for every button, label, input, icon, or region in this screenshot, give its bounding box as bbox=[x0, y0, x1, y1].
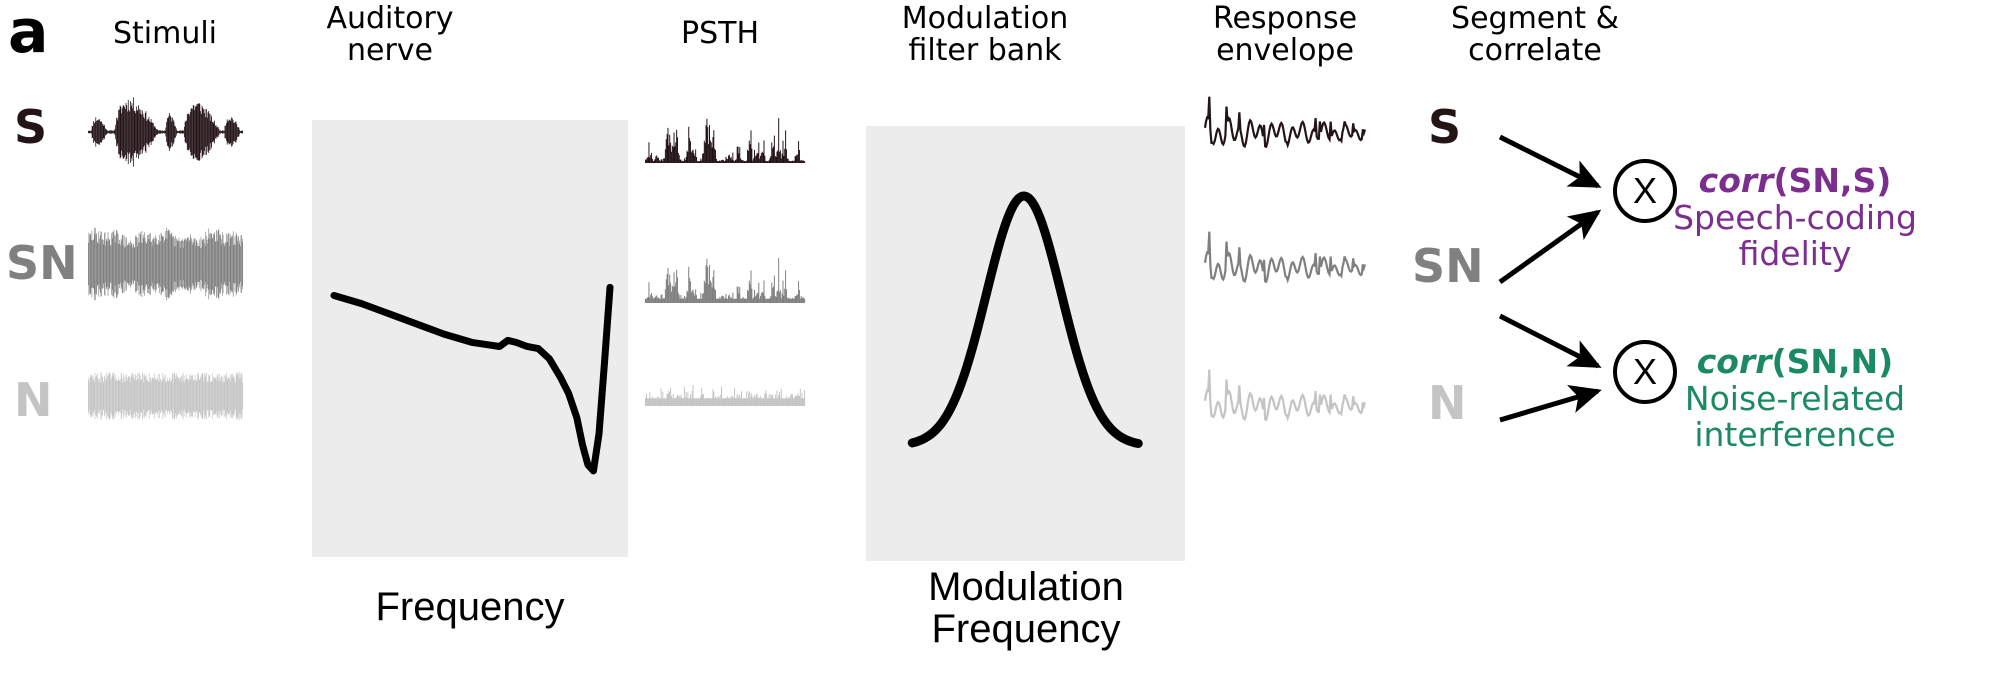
modulation-filter-curve bbox=[866, 126, 1185, 561]
column-header-psth: PSTH bbox=[680, 16, 760, 51]
condition-label-S: S bbox=[14, 100, 48, 154]
arrow-SN-to-multiply-top bbox=[1498, 209, 1602, 285]
column-header-modulation-filter-bank: Modulation filter bank bbox=[901, 1, 1069, 69]
result-formula-fn-corr-sn-s: corr bbox=[1698, 161, 1774, 200]
column-header-segment-correlate: Segment & correlate bbox=[1451, 1, 1619, 69]
response-envelope-S bbox=[1203, 96, 1367, 161]
result-formula-args-corr-sn-n: (SN,N) bbox=[1771, 342, 1894, 381]
response-envelope-SN bbox=[1203, 231, 1367, 296]
result-corr-sn-s: corr(SN,S) Speech-coding fidelity bbox=[1600, 161, 1990, 274]
stimuli-waveform-S bbox=[88, 96, 244, 168]
axis-caption-frequency: Frequency bbox=[375, 585, 565, 629]
correlate-input-label-N: N bbox=[1428, 376, 1467, 430]
arrow-SN-to-multiply-bottom bbox=[1498, 313, 1602, 369]
correlate-input-label-SN: SN bbox=[1412, 239, 1484, 293]
multiply-glyph-bottom: X bbox=[1632, 351, 1657, 392]
multiply-operator-bottom: X bbox=[1613, 340, 1677, 404]
axis-caption-modulation-frequency: Modulation Frequency bbox=[928, 565, 1124, 651]
column-header-stimuli: Stimuli bbox=[112, 16, 218, 51]
psth-histogram-N bbox=[645, 378, 806, 406]
result-description-corr-sn-n: Noise-related interference bbox=[1684, 378, 1906, 455]
arrow-N-to-multiply-bottom bbox=[1499, 385, 1602, 423]
correlate-input-label-S: S bbox=[1428, 100, 1462, 154]
result-formula-corr-sn-s: corr(SN,S) bbox=[1600, 161, 1990, 200]
multiply-glyph-top: X bbox=[1632, 170, 1657, 211]
result-formula-corr-sn-n: corr(SN,N) bbox=[1600, 342, 1990, 381]
auditory-nerve-tuning-curve bbox=[312, 120, 628, 557]
condition-label-SN: SN bbox=[6, 236, 78, 290]
column-header-response-envelope: Response envelope bbox=[1212, 1, 1358, 69]
condition-label-N: N bbox=[14, 373, 53, 427]
stimuli-waveform-SN bbox=[88, 224, 244, 304]
result-corr-sn-n: corr(SN,N) Noise-related interference bbox=[1600, 342, 1990, 455]
arrow-S-to-multiply-top bbox=[1498, 134, 1602, 189]
psth-histogram-S bbox=[645, 95, 806, 163]
result-formula-fn-corr-sn-n: corr bbox=[1696, 342, 1772, 381]
psth-histogram-SN bbox=[645, 235, 806, 303]
stimuli-waveform-N bbox=[88, 370, 244, 422]
result-description-corr-sn-s: Speech-coding fidelity bbox=[1673, 197, 1917, 274]
column-header-auditory-nerve: Auditory nerve bbox=[326, 1, 454, 69]
result-formula-args-corr-sn-s: (SN,S) bbox=[1773, 161, 1892, 200]
response-envelope-N bbox=[1203, 369, 1367, 434]
multiply-operator-top: X bbox=[1613, 159, 1677, 223]
panel-letter: a bbox=[8, 0, 49, 67]
